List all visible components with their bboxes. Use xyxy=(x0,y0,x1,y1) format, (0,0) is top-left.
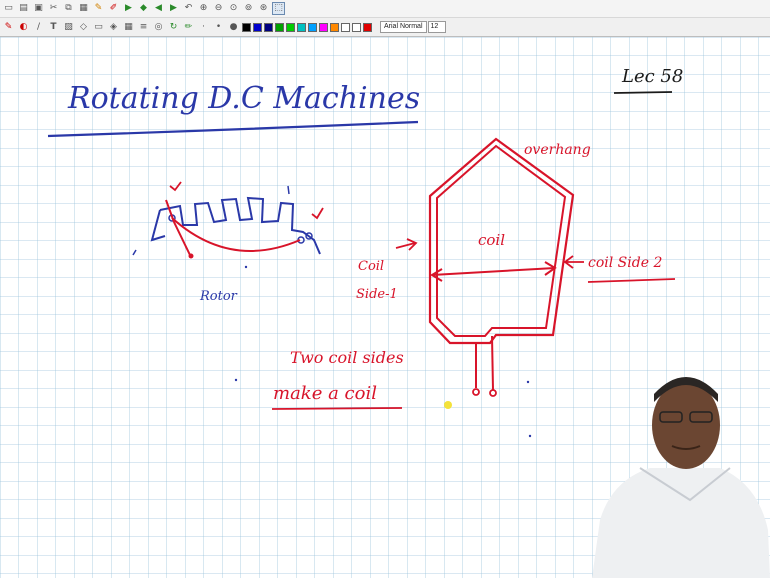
grid-icon[interactable]: ▦ xyxy=(122,21,135,34)
arrow-forward-icon[interactable]: ▶ xyxy=(167,2,180,15)
zoom-in-icon[interactable]: ⊕ xyxy=(197,2,210,15)
line-icon[interactable]: / xyxy=(32,21,45,34)
select-icon[interactable]: ⬚ xyxy=(272,2,285,15)
stray-mark xyxy=(288,186,289,194)
zoom-width-icon[interactable]: ⊛ xyxy=(257,2,270,15)
dot-medium-icon[interactable]: • xyxy=(212,21,225,34)
refresh-icon[interactable]: ↻ xyxy=(167,21,180,34)
color-swatch-teal[interactable] xyxy=(297,23,306,32)
rotor-label: Rotor xyxy=(199,289,238,304)
color-swatch-navy[interactable] xyxy=(264,23,273,32)
color-swatch-green[interactable] xyxy=(275,23,284,32)
main-toolbar: ▭ ▤ ▣ ✂ ⧉ ▦ ✎ ✐ ▶ ◆ ◀ ▶ ↶ ⊕ ⊖ ⊙ ⊚ ⊛ ⬚ xyxy=(0,0,770,18)
cut-icon[interactable]: ✂ xyxy=(47,2,60,15)
save-icon[interactable]: ▣ xyxy=(32,2,45,15)
rotor-coil-terminal xyxy=(189,254,194,259)
pencil-icon[interactable]: ✏ xyxy=(182,21,195,34)
text-icon[interactable]: T xyxy=(47,21,60,34)
color-swatch-red[interactable] xyxy=(363,23,372,32)
color-swatch-black[interactable] xyxy=(242,23,251,32)
statement-line-1: Two coil sides xyxy=(290,348,404,367)
color-swatch-cyan[interactable] xyxy=(308,23,317,32)
copy-icon[interactable]: ⧉ xyxy=(62,2,75,15)
highlighter-icon[interactable]: ✐ xyxy=(107,2,120,15)
play-icon[interactable]: ◆ xyxy=(137,2,150,15)
cursor-highlight xyxy=(444,401,452,409)
zoom-page-icon[interactable]: ⊚ xyxy=(242,2,255,15)
eraser-icon[interactable]: ◐ xyxy=(17,21,30,34)
color-swatch-white-2[interactable] xyxy=(352,23,361,32)
color-swatch-orange[interactable] xyxy=(330,23,339,32)
rectangle-icon[interactable]: ▭ xyxy=(92,21,105,34)
lecture-number: Lec 58 xyxy=(621,66,683,87)
statement-line-2: make a coil xyxy=(273,383,377,404)
page-title: Rotating D.C Machines xyxy=(67,81,420,116)
font-size-select[interactable]: 12 xyxy=(428,21,446,33)
overhang-label: overhang xyxy=(524,142,591,158)
stray-dot xyxy=(235,379,237,381)
stray-dot xyxy=(527,381,529,383)
coil-lead-right xyxy=(492,336,493,390)
font-name-select[interactable]: Arial Normal xyxy=(380,21,427,33)
shape-icon[interactable]: ◇ xyxy=(77,21,90,34)
note-canvas[interactable]: Rotating D.C Machines Lec 58 Rotor coil … xyxy=(0,37,770,578)
paste-icon[interactable]: ▦ xyxy=(77,2,90,15)
arrow-back-icon[interactable]: ◀ xyxy=(152,2,165,15)
color-swatch-blue[interactable] xyxy=(253,23,262,32)
pointer-icon[interactable]: ▶ xyxy=(122,2,135,15)
lines-icon[interactable]: ≡ xyxy=(137,21,150,34)
coil-side-2-label: coil Side 2 xyxy=(588,255,662,271)
color-swatch-white[interactable] xyxy=(341,23,350,32)
undo-icon[interactable]: ↶ xyxy=(182,2,195,15)
dot-large-icon[interactable]: ● xyxy=(227,21,240,34)
color-swatch-lime[interactable] xyxy=(286,23,295,32)
pen-tool-icon[interactable]: ✎ xyxy=(92,2,105,15)
zoom-fit-icon[interactable]: ⊙ xyxy=(227,2,240,15)
stray-dot xyxy=(529,435,531,437)
statement-underline xyxy=(272,408,402,409)
coil-side-1-label-b: Side-1 xyxy=(356,287,398,302)
coil-side-1-label-a: Coil xyxy=(358,259,384,274)
open-icon[interactable]: ▤ xyxy=(17,2,30,15)
color-swatch-magenta[interactable] xyxy=(319,23,328,32)
fill-icon[interactable]: ◈ xyxy=(107,21,120,34)
stray-dot xyxy=(245,266,247,268)
image-icon[interactable]: ▨ xyxy=(62,21,75,34)
lasso-icon[interactable]: ◎ xyxy=(152,21,165,34)
format-toolbar: ✎ ◐ / T ▨ ◇ ▭ ◈ ▦ ≡ ◎ ↻ ✏ · • ● Arial No… xyxy=(0,18,770,37)
lecture-underline xyxy=(614,92,672,93)
pen-icon[interactable]: ✎ xyxy=(2,21,15,34)
coil-label: coil xyxy=(478,231,505,249)
new-page-icon[interactable]: ▭ xyxy=(2,2,15,15)
zoom-out-icon[interactable]: ⊖ xyxy=(212,2,225,15)
dot-small-icon[interactable]: · xyxy=(197,21,210,34)
